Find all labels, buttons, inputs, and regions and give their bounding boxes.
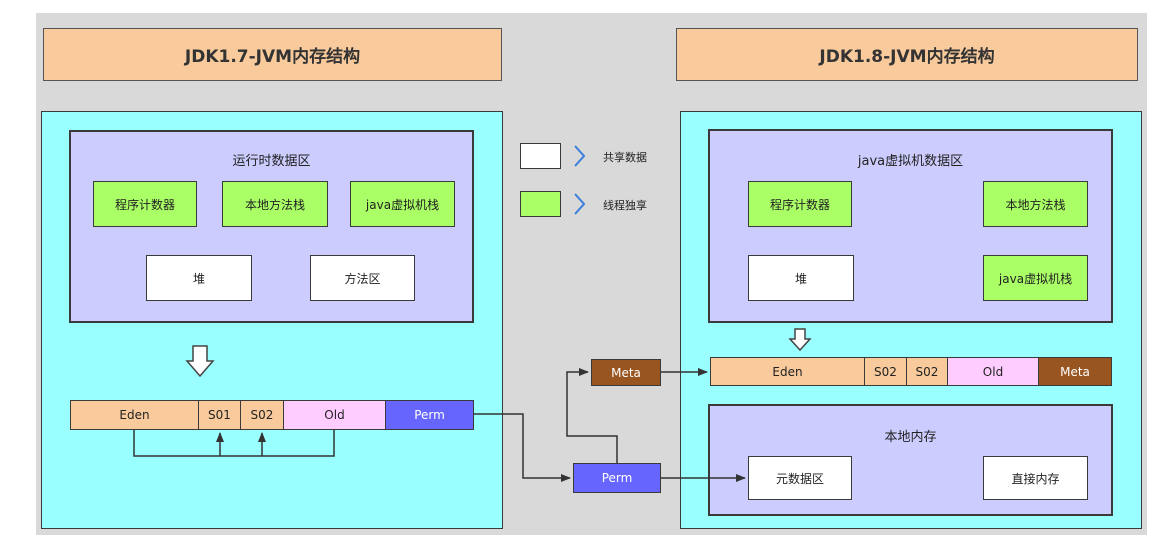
perm-middle: Perm xyxy=(573,463,661,493)
perm-to-meta-arrow xyxy=(566,368,618,463)
perm-left: Perm xyxy=(385,400,474,430)
gc-copy-connector xyxy=(133,430,335,457)
jdk18-title: JDK1.8-JVM内存结构 xyxy=(676,28,1138,81)
native-stack-right: 本地方法栈 xyxy=(983,181,1088,227)
metadata-area-box: 元数据区 xyxy=(748,456,852,500)
legend-thread-label: 线程独享 xyxy=(603,199,647,212)
jvm-data-area-label: java虚拟机数据区 xyxy=(857,154,964,169)
method-area-left: 方法区 xyxy=(310,255,415,301)
direct-memory-box: 直接内存 xyxy=(983,456,1088,500)
eden-left: Eden xyxy=(70,400,199,430)
s02-left: S02 xyxy=(240,400,284,430)
jdk17-title: JDK1.7-JVM内存结构 xyxy=(43,28,502,81)
s02b-right: S02 xyxy=(906,357,948,386)
perm-migration-arrow xyxy=(474,413,571,482)
chevron-right-icon xyxy=(574,145,586,167)
legend-thread-swatch xyxy=(520,191,561,217)
pc-register-left: 程序计数器 xyxy=(93,181,197,227)
runtime-data-area-label: 运行时数据区 xyxy=(232,154,311,169)
down-arrow-right-icon xyxy=(788,328,812,352)
legend-shared-swatch xyxy=(520,143,561,169)
native-stack-left: 本地方法栈 xyxy=(222,181,328,227)
native-memory-label: 本地内存 xyxy=(884,430,937,445)
meta-middle: Meta xyxy=(591,359,661,386)
heap-left: 堆 xyxy=(146,255,252,301)
pc-register-right: 程序计数器 xyxy=(748,181,852,227)
chevron-right-icon xyxy=(574,193,586,215)
meta-right: Meta xyxy=(1038,357,1112,386)
java-stack-left: java虚拟机栈 xyxy=(350,181,455,227)
legend-shared-label: 共享数据 xyxy=(603,151,647,164)
java-stack-right: java虚拟机栈 xyxy=(983,255,1088,301)
heap-right: 堆 xyxy=(748,255,854,301)
down-arrow-left-icon xyxy=(185,345,215,378)
